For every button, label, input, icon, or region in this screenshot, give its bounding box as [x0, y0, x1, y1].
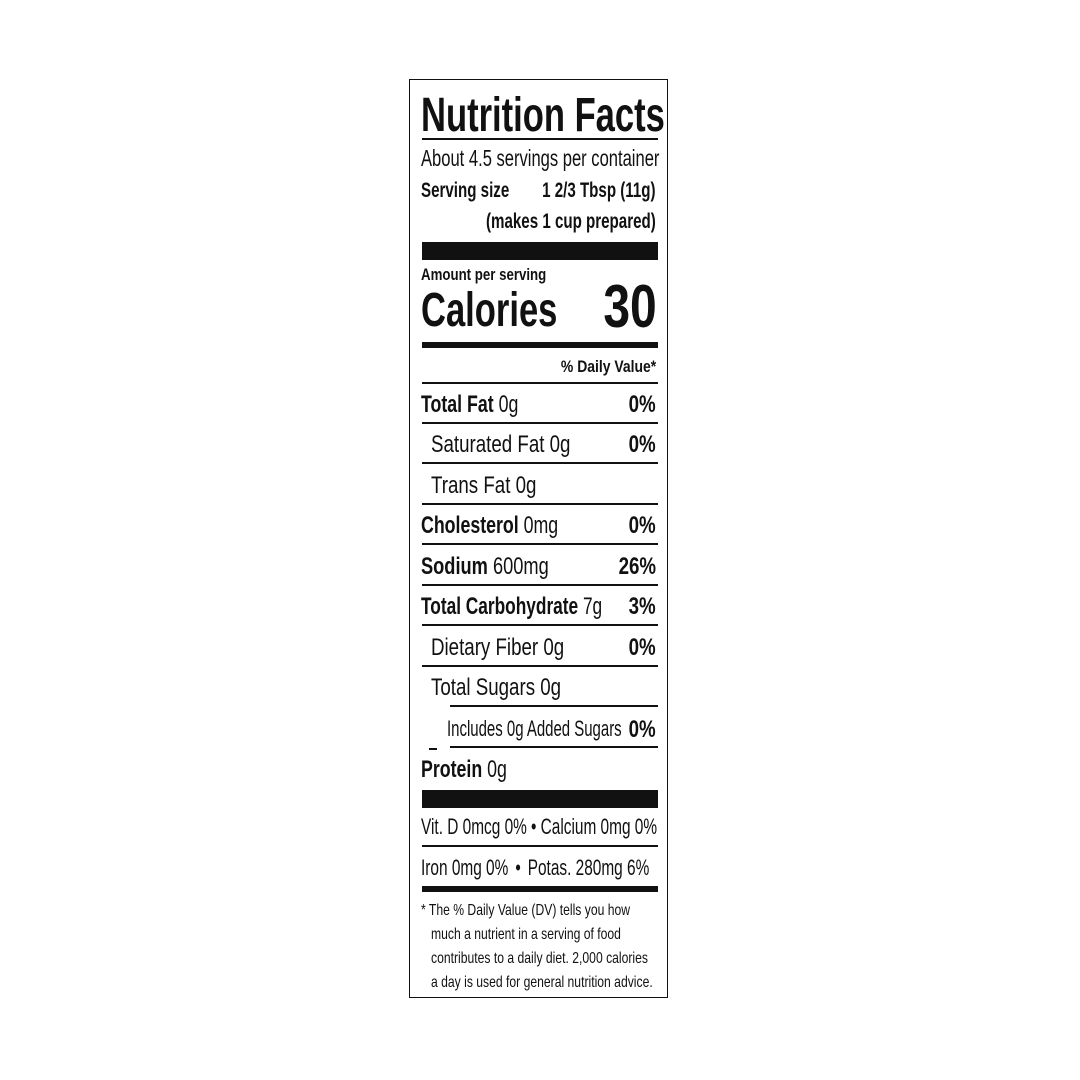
vitamins-row-1: Vit. D 0mcg 0%•Calcium 0mg 0%	[421, 816, 758, 838]
calories-label: Calories	[421, 284, 558, 337]
title-rule	[422, 138, 658, 140]
nutrient-sodium: Sodium 600mg	[421, 553, 549, 580]
row-rule	[422, 503, 658, 505]
row-rule-stub	[429, 748, 437, 750]
label-title: Nutrition Facts	[421, 89, 665, 142]
protein-divider-bar	[422, 790, 658, 808]
serving-size-value: 1 2/3 Tbsp (11g)	[542, 179, 656, 202]
dv-header-rule	[422, 382, 658, 384]
row-rule	[422, 845, 658, 847]
nutrient-saturated-fat-dv: 0%	[628, 431, 656, 458]
serving-note: (makes 1 cup prepared)	[486, 210, 656, 233]
nutrient-total-fat: Total Fat 0g	[421, 391, 519, 418]
nutrient-cholesterol: Cholesterol 0mg	[421, 512, 559, 539]
bullet-separator: •	[531, 814, 537, 839]
footnote-line-3: contributes to a daily diet. 2,000 calor…	[431, 950, 648, 967]
vitamin-d: Vit. D 0mcg 0%	[421, 814, 527, 839]
footnote-line-2: much a nutrient in a serving of food	[431, 926, 621, 943]
nutrient-total-carbohydrate: Total Carbohydrate 7g	[421, 593, 603, 620]
nutrient-saturated-fat: Saturated Fat 0g	[431, 431, 571, 458]
nutrient-total-sugars: Total Sugars 0g	[431, 674, 562, 701]
row-rule	[422, 422, 658, 424]
row-rule	[422, 665, 658, 667]
amount-per-serving: Amount per serving	[421, 265, 547, 284]
daily-value-header: % Daily Value*	[560, 357, 656, 376]
servings-per-container: About 4.5 servings per container	[421, 145, 660, 171]
row-rule	[422, 543, 658, 545]
calcium: Calcium 0mg 0%	[540, 814, 658, 839]
bullet-separator: •	[515, 855, 521, 880]
nutrient-cholesterol-dv: 0%	[628, 512, 656, 539]
nutrient-trans-fat: Trans Fat 0g	[431, 472, 537, 499]
row-rule	[450, 746, 658, 748]
row-rule	[422, 624, 658, 626]
potassium: Potas. 280mg 6%	[527, 855, 650, 880]
serving-divider-bar	[422, 242, 658, 260]
row-rule	[450, 705, 658, 707]
serving-size-label: Serving size	[421, 179, 510, 202]
nutrient-total-fat-dv: 0%	[628, 391, 656, 418]
nutrient-protein: Protein 0g	[421, 756, 507, 783]
iron: Iron 0mg 0%	[421, 855, 509, 880]
nutrient-added-sugars-dv: 0%	[628, 716, 656, 743]
calories-value: 30	[603, 273, 657, 340]
nutrient-sodium-dv: 26%	[618, 553, 656, 580]
nutrient-dietary-fiber-dv: 0%	[628, 634, 656, 661]
nutrient-added-sugars: Includes 0g Added Sugars	[447, 716, 622, 741]
footnote-rule	[422, 886, 658, 892]
footnote-line-4: a day is used for general nutrition advi…	[431, 974, 653, 991]
footnote-line-1: * The % Daily Value (DV) tells you how	[421, 902, 631, 919]
vitamins-row-2: Iron 0mg 0%•Potas. 280mg 6%	[421, 857, 747, 879]
row-rule	[422, 462, 658, 464]
nutrition-facts-label: Nutrition Facts About 4.5 servings per c…	[409, 79, 668, 998]
nutrient-total-carbohydrate-dv: 3%	[628, 593, 656, 620]
calories-rule	[422, 342, 658, 348]
nutrient-dietary-fiber: Dietary Fiber 0g	[431, 634, 565, 661]
row-rule	[422, 584, 658, 586]
